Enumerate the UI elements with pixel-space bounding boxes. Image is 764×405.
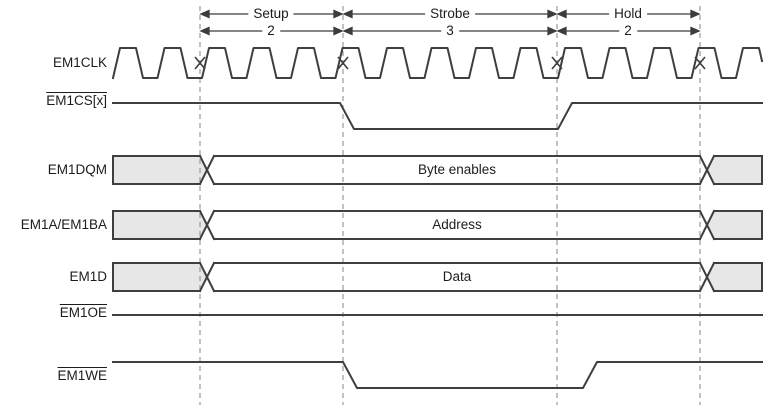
- signal-label-em1clk: EM1CLK: [52, 55, 107, 70]
- addr-invalid-right: [707, 211, 762, 239]
- transition-mark: [194, 56, 206, 70]
- signal-label-em1oe: EM1OE: [59, 305, 107, 320]
- dashed-guide-lines: [199, 6, 701, 405]
- transition-mark: [694, 56, 706, 70]
- data-invalid-right: [707, 263, 762, 291]
- bus-label-byte-enables: Byte enables: [417, 162, 497, 177]
- em1cs-waveform: [112, 102, 763, 130]
- data-invalid-left: [113, 263, 207, 291]
- bus-invalid-fills: [113, 156, 762, 291]
- em1d-bus-outline: [112, 261, 763, 293]
- signal-label-em1a-em1ba: EM1A/EM1BA: [20, 217, 107, 232]
- signal-label-em1we: EM1WE: [57, 368, 107, 383]
- strobe-label: Strobe: [425, 6, 475, 22]
- arrowhead: [690, 26, 701, 36]
- arrowhead: [556, 26, 567, 36]
- arrowhead: [690, 9, 701, 19]
- setup-label: Setup: [248, 6, 294, 22]
- em1clk-waveform: [111, 47, 764, 80]
- arrowhead: [547, 9, 558, 19]
- clock-transition-marks: [194, 56, 706, 70]
- arrowhead: [342, 26, 353, 36]
- addr-invalid-left: [113, 211, 207, 239]
- signal-label-em1dqm: EM1DQM: [47, 162, 107, 177]
- em1a-bus-outline: [112, 209, 763, 241]
- arrowhead: [556, 9, 567, 19]
- setup-value: 2: [262, 23, 280, 39]
- arrowhead: [333, 26, 344, 36]
- arrowhead: [199, 9, 210, 19]
- em1dqm-bus-outline: [112, 154, 763, 186]
- bus-label-data: Data: [442, 269, 472, 284]
- waveforms: [111, 47, 764, 389]
- arrowhead: [333, 9, 344, 19]
- arrowhead: [547, 26, 558, 36]
- dqm-invalid-right: [707, 156, 762, 184]
- transition-mark: [337, 56, 349, 70]
- em1we-waveform: [112, 361, 763, 389]
- signal-label-em1cs: EM1CS[x]: [46, 93, 107, 108]
- strobe-value: 3: [441, 23, 459, 39]
- arrowhead: [342, 9, 353, 19]
- arrowhead: [199, 26, 210, 36]
- hold-value: 2: [619, 23, 637, 39]
- transition-mark: [551, 56, 563, 70]
- bus-label-address: Address: [432, 217, 482, 232]
- dqm-invalid-left: [113, 156, 207, 184]
- hold-label: Hold: [609, 6, 647, 22]
- signal-label-em1d: EM1D: [69, 269, 107, 284]
